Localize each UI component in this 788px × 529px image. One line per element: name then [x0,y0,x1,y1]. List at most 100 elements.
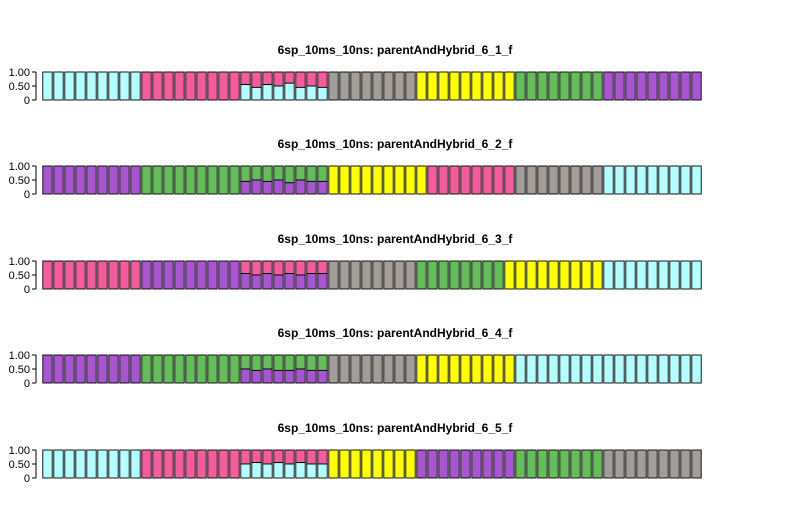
bar-cyan [636,354,647,384]
bar-segment-pink [306,449,317,465]
bar-gray [691,449,702,479]
bar-gray [669,449,680,479]
chart-title: 6sp_10ms_10ns: parentAndHybrid_6_3_f [278,232,514,246]
bar-yellow [328,449,339,479]
bar-yellow [482,71,493,101]
bar-cyan [647,354,658,384]
bar-green [526,71,537,101]
bar-gray [614,449,625,479]
bar-segment-purple [273,369,284,384]
bar-cyan [75,449,86,479]
bar-purple [460,449,471,479]
bar-cyan [669,165,680,195]
bar-cyan [548,354,559,384]
bar-yellow [372,449,383,479]
bar-segment-green [273,354,284,371]
bar-pink [163,71,174,101]
bar-gray [339,354,350,384]
bar-pink [229,71,240,101]
bar-green [548,71,559,101]
bar-segment-pink [262,449,273,465]
bar-pink [196,71,207,101]
bar-purple [108,354,119,384]
bar-pink [196,449,207,479]
bar-cyan [53,71,64,101]
bar-gray [350,71,361,101]
bar-segment-purple [240,368,251,384]
bar-segment-purple [306,273,317,290]
bar-pink [482,165,493,195]
bar-pink [75,260,86,290]
bar-segment-cyan [284,463,295,479]
bar-gray [372,354,383,384]
chart-panel-4: 6sp_10ms_10ns: parentAndHybrid_6_4_f1.00… [9,326,702,390]
bar-segment-cyan [273,85,284,101]
bar-pink [493,165,504,195]
chart-panel-2: 6sp_10ms_10ns: parentAndHybrid_6_2_f1.00… [9,137,702,201]
bar-cyan [603,165,614,195]
bar-purple [119,165,130,195]
bar-purple [53,354,64,384]
bar-purple [493,449,504,479]
bar-segment-purple [262,368,273,384]
bar-gray [636,449,647,479]
y-tick-label: 1.00 [9,445,30,457]
bar-green [229,165,240,195]
bar-cyan [526,354,537,384]
bar-pink [86,260,97,290]
bar-segment-green [306,165,317,182]
bar-segment-green [284,354,295,371]
bar-yellow [449,71,460,101]
bar-segment-cyan [262,84,273,101]
bar-cyan [570,354,581,384]
bar-purple [86,165,97,195]
bar-cyan [614,165,625,195]
bar-cyan [680,354,691,384]
bar-yellow [493,354,504,384]
bar-yellow [559,260,570,290]
bar-pink [185,449,196,479]
bar-gray [537,165,548,195]
bar-segment-pink [295,71,306,88]
bar-cyan [42,71,53,101]
bar-cyan [647,260,658,290]
bar-segment-pink [306,71,317,87]
bar-purple [152,260,163,290]
bar-green [152,354,163,384]
bar-yellow [394,165,405,195]
bar-cyan [614,260,625,290]
bar-gray [394,71,405,101]
bar-gray [526,165,537,195]
bar-segment-pink [251,71,262,88]
y-tick-label: 0 [24,473,30,485]
bar-yellow [361,449,372,479]
bar-pink [460,165,471,195]
bar-green [581,449,592,479]
bar-pink [207,449,218,479]
bar-cyan [86,449,97,479]
bar-pink [207,71,218,101]
y-tick-label: 0 [24,189,30,201]
bar-gray [405,71,416,101]
bar-cyan [669,354,680,384]
bar-gray [328,354,339,384]
bar-purple [438,449,449,479]
bar-segment-cyan [317,463,328,479]
bar-green [493,260,504,290]
bar-yellow [482,354,493,384]
bar-segment-purple [251,369,262,384]
bar-segment-cyan [240,463,251,479]
bar-gray [625,449,636,479]
bar-yellow [416,71,427,101]
bar-segment-pink [284,449,295,465]
bar-purple [427,449,438,479]
bar-green [482,260,493,290]
bar-pink [438,165,449,195]
bar-gray [405,260,416,290]
bar-pink [471,165,482,195]
bar-cyan [680,165,691,195]
bar-segment-purple [240,180,251,195]
bar-gray [658,449,669,479]
bar-green [163,165,174,195]
bar-segment-cyan [284,82,295,101]
